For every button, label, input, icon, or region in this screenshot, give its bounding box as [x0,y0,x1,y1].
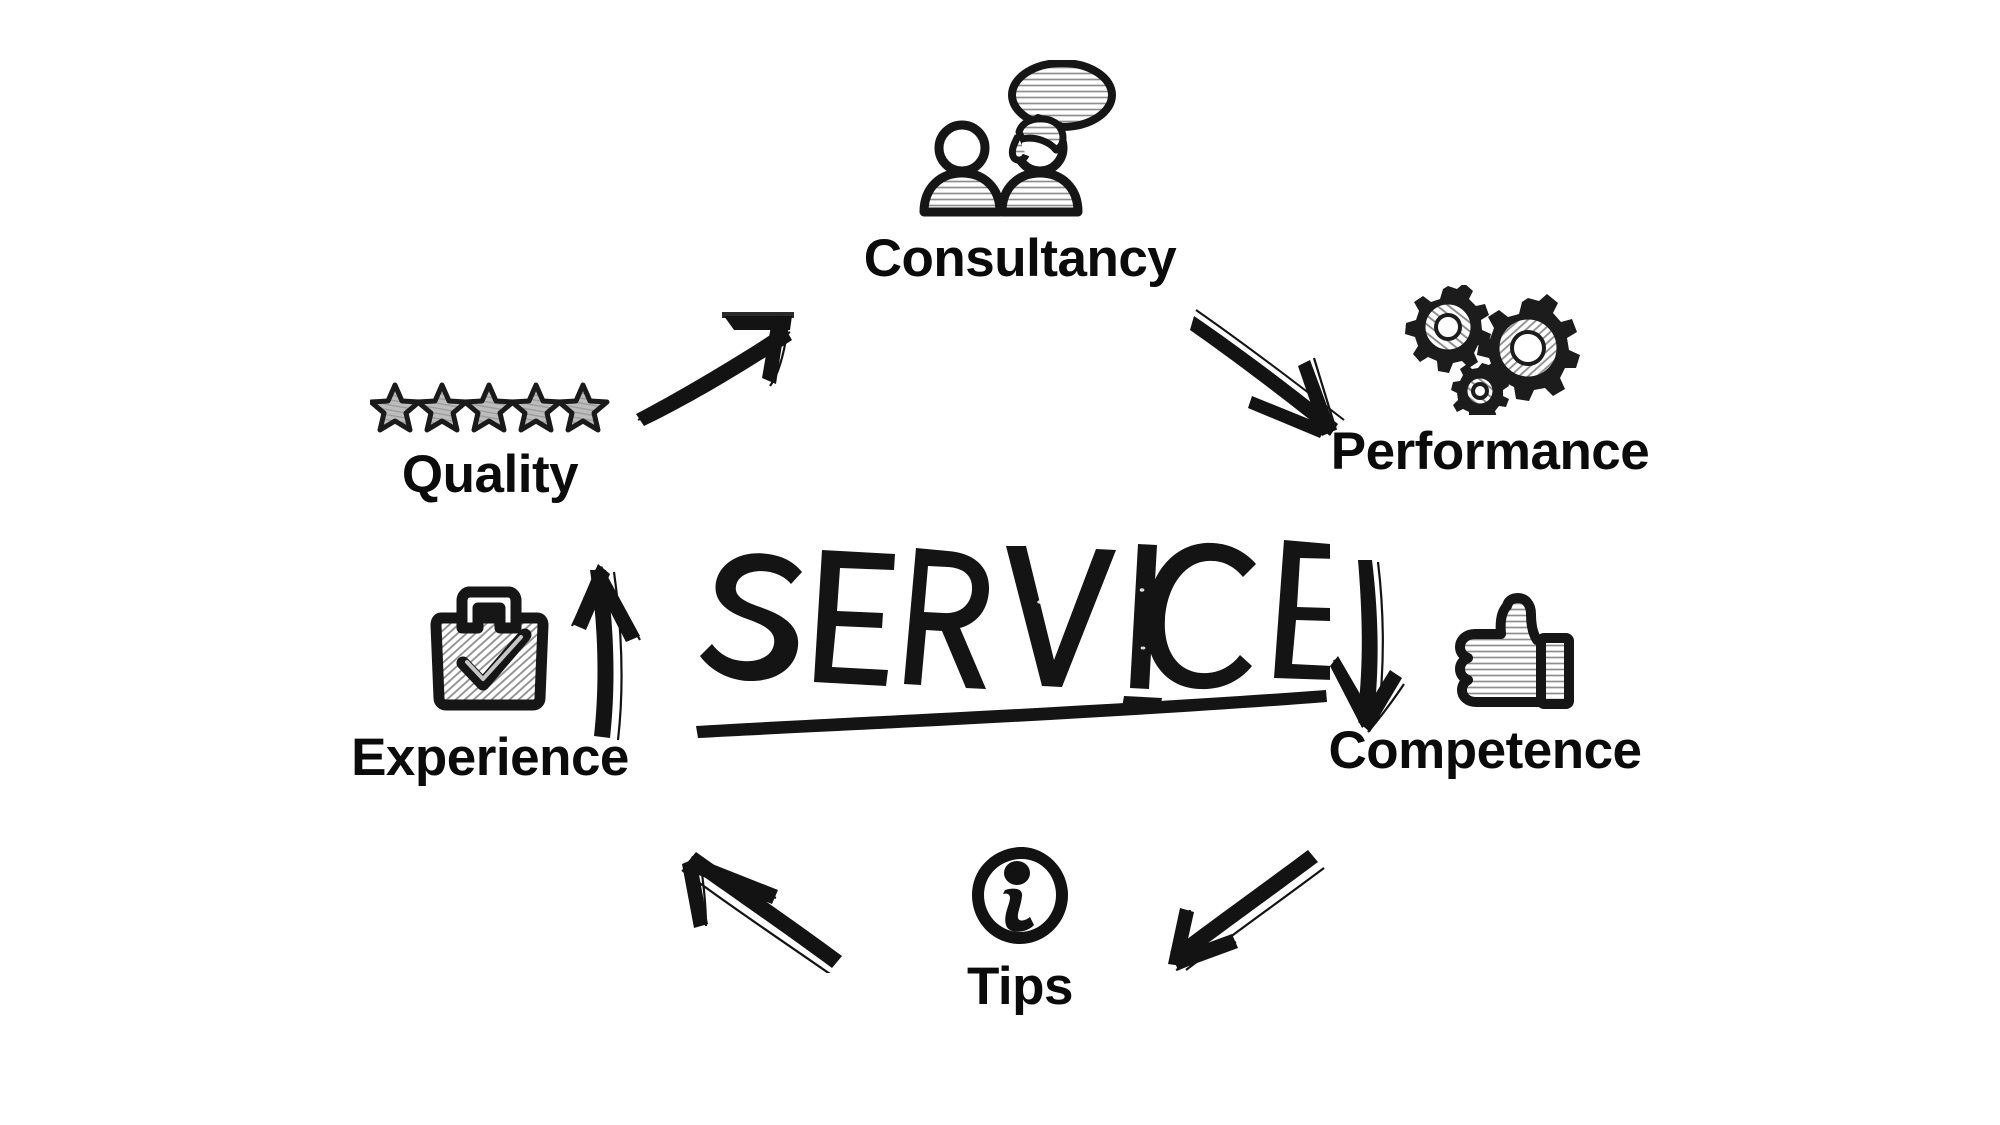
node-label-performance: Performance [1330,422,1650,481]
two-people-speech-bubble-icon [910,59,1130,220]
node-label-quality: Quality [401,445,579,504]
arrow-competence-to-tips [1140,828,1330,973]
gears-icon [1390,283,1590,422]
node-label-competence: Competence [1328,721,1642,780]
node-label-experience: Experience [351,728,629,787]
node-competence[interactable]: Competence [1295,590,1675,777]
info-circle-icon [965,840,1075,950]
arrow-performance-to-competence [1330,550,1450,740]
node-quality[interactable]: Quality [330,380,650,501]
node-experience[interactable]: Experience [320,580,660,784]
arrow-consultancy-to-performance [1190,288,1390,438]
service-wordmark-svg [696,540,1341,738]
center-service-wordmark [690,520,1341,740]
thumbs-up-icon [1445,590,1585,710]
five-stars-icon [368,380,610,434]
arrow-experience-to-quality [562,548,682,743]
node-label-consultancy: Consultancy [863,229,1177,288]
node-label-tips: Tips [967,957,1074,1016]
arrow-tips-to-experience [672,828,862,975]
node-consultancy[interactable]: Consultancy [860,59,1180,288]
node-performance[interactable]: Performance [1290,283,1690,481]
arrow-quality-to-consultancy [618,288,838,428]
node-tips[interactable]: Tips [900,840,1140,1013]
clipboard-check-icon [425,580,555,715]
